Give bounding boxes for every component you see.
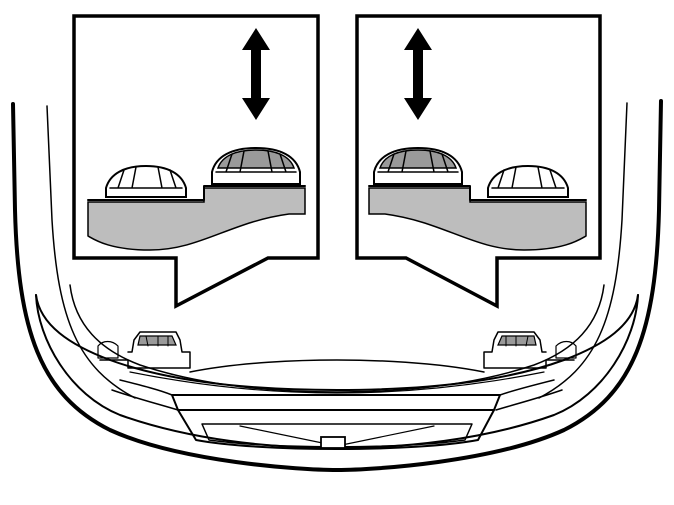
bumper-center-ridge: [129, 371, 545, 394]
double-vertical-arrow-icon: [404, 28, 432, 120]
callout-left-base: [87, 187, 306, 251]
bumper-lower-edge: [35, 294, 639, 449]
double-vertical-arrow-icon: [242, 28, 270, 120]
callout-left: [72, 14, 320, 309]
right-headlight-mount: [483, 331, 577, 369]
grille-frame: [177, 409, 495, 450]
callout-right: [355, 14, 602, 309]
bumper-left-vent: [111, 379, 179, 411]
hood-front-curve: [189, 359, 485, 373]
body-inner-line: [46, 102, 628, 399]
badge-emblem: [320, 436, 346, 449]
callout-right-part-high: [373, 146, 463, 185]
callout-left-part-high: [211, 146, 301, 185]
callout-left-part-low: [105, 164, 187, 198]
body-outline: [11, 99, 663, 472]
car-front-bumper: [11, 99, 663, 472]
bumper-right-vent: [495, 379, 563, 411]
left-headlight-mount: [97, 331, 191, 369]
grille-upper: [171, 394, 501, 411]
callout-right-part-low: [487, 164, 569, 198]
callout-right-base: [368, 187, 587, 251]
bumper-inner-sweep: [69, 284, 605, 393]
bumper-upper-edge: [35, 294, 639, 391]
